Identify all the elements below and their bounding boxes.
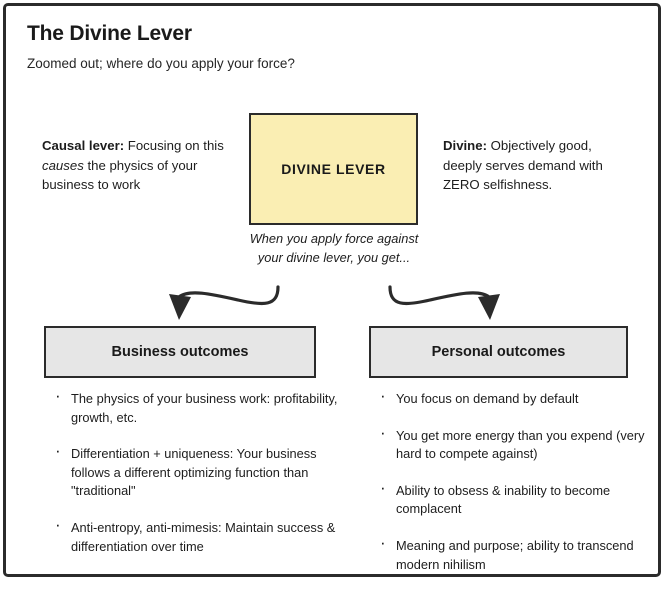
arrow-to-personal-outcomes-head bbox=[478, 294, 500, 320]
list-item: Differentiation + uniqueness: Your busin… bbox=[50, 442, 340, 501]
arrow-to-business-outcomes-path bbox=[177, 285, 280, 306]
annotation-divine: Divine: Objectively good, deeply serves … bbox=[443, 136, 633, 195]
list-item: Meaning and purpose; ability to transcen… bbox=[375, 534, 650, 574]
annotation-causal-lever: Causal lever: Focusing on this causes th… bbox=[42, 136, 227, 195]
arrow-to-business-outcomes-head bbox=[169, 294, 191, 320]
divine-lever-label: DIVINE LEVER bbox=[281, 161, 386, 177]
annotation-divine-text: Objectively good, deeply serves demand w… bbox=[443, 138, 603, 192]
annotation-causal-lever-lead: Causal lever: bbox=[42, 138, 125, 153]
business-outcomes-list: The physics of your business work: profi… bbox=[50, 387, 340, 574]
divine-lever-box: DIVINE LEVER bbox=[249, 113, 418, 225]
annotation-causal-lever-text2: the physics of your business to work bbox=[42, 157, 198, 193]
annotation-divine-lead: Divine: bbox=[443, 138, 487, 153]
personal-outcomes-box: Personal outcomes bbox=[369, 326, 628, 378]
arrow-to-personal-outcomes-path bbox=[388, 285, 491, 306]
page-subtitle: Zoomed out; where do you apply your forc… bbox=[27, 56, 295, 71]
list-item: The physics of your business work: profi… bbox=[50, 387, 340, 427]
list-item: Anti-entropy, anti-mimesis: Maintain suc… bbox=[50, 516, 340, 556]
lever-caption: When you apply force against your divine… bbox=[249, 231, 419, 265]
annotation-causal-lever-text1: Focusing on this bbox=[124, 138, 224, 153]
annotation-causal-lever-emphasis: causes bbox=[42, 157, 84, 173]
list-item: Ability to obsess & inability to become … bbox=[375, 479, 650, 519]
list-item: You focus on demand by default bbox=[375, 387, 650, 409]
list-item: You get more energy than you expend (ver… bbox=[375, 424, 650, 464]
diagram-frame: The Divine Lever Zoomed out; where do yo… bbox=[3, 3, 661, 577]
personal-outcomes-title: Personal outcomes bbox=[431, 344, 566, 360]
page-title: The Divine Lever bbox=[27, 22, 192, 45]
business-outcomes-box: Business outcomes bbox=[44, 326, 316, 378]
personal-outcomes-list: You focus on demand by default You get m… bbox=[375, 387, 650, 592]
business-outcomes-title: Business outcomes bbox=[111, 344, 249, 360]
